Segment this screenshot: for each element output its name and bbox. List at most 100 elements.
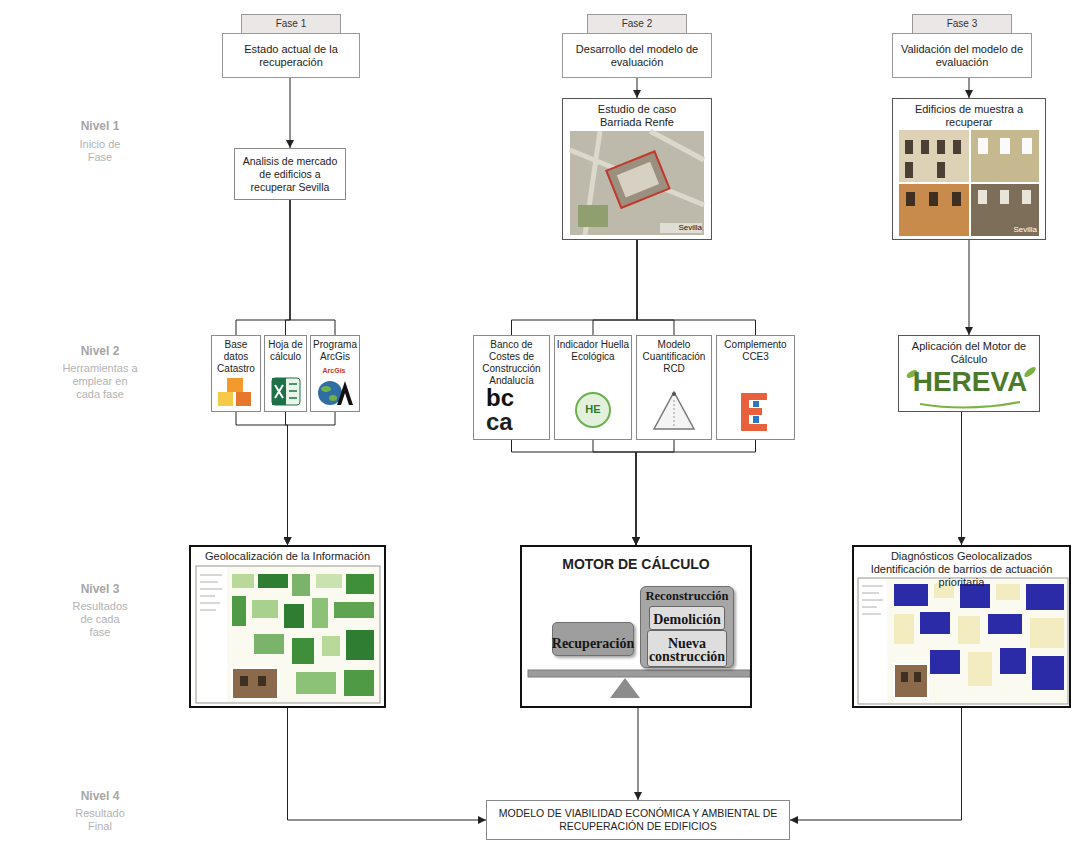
logo-text: HEREVA: [905, 366, 1035, 398]
map-screenshot: [914, 672, 921, 682]
map-screenshot: [988, 614, 1022, 634]
node-label: Edificios de muestra a recuperar: [907, 103, 1032, 129]
map-screenshot: [859, 579, 887, 703]
map-screenshot: [858, 578, 1068, 704]
phase-box: Fase 3 Validación del modelo de evaluació…: [892, 14, 1032, 78]
map-screenshot: [1000, 648, 1026, 674]
rcd-icon: [654, 392, 694, 429]
level-title: Nivel 2: [50, 344, 150, 358]
map-screenshot: [197, 567, 227, 702]
node-text: Analisis de mercado de edificios a recup…: [235, 155, 345, 194]
node-text: Hoja de cálculo: [265, 336, 306, 363]
building-photos: [905, 140, 913, 154]
balance-scale: [610, 678, 640, 698]
map-screenshot: [344, 670, 374, 696]
tool-box: Base datos Catastro: [211, 335, 261, 412]
map-screenshot: [292, 638, 314, 664]
map-screenshot: [996, 584, 1020, 600]
node-text: Edificios de muestra a recuperar: [893, 99, 1045, 129]
level-caption: Herramientas a emplear en cada fase: [62, 362, 138, 401]
cce3-icon: [753, 401, 759, 407]
building-photos: [971, 184, 1039, 236]
balance-scale: [528, 670, 750, 698]
node-label: MOTOR DE CÁLCULO: [526, 556, 746, 573]
arcgis-icon: [318, 381, 353, 405]
map-screenshot: [958, 616, 980, 644]
phase-title: Validación del modelo de evaluación: [899, 43, 1025, 69]
phase-box: Fase 1Estado actual de la recuperación: [222, 14, 360, 78]
node-label: Estudio de caso Barriada Renfe: [587, 103, 687, 129]
node-text: Complemento CCE3: [717, 336, 794, 363]
result-box: Geolocalización de la Información: [189, 545, 386, 708]
connector: [969, 78, 970, 98]
level-caption: Inicio de Fase: [70, 138, 130, 164]
level-title: Nivel 1: [50, 119, 150, 133]
connector: [637, 240, 756, 335]
building-photos: [953, 140, 961, 154]
building-photos: [905, 162, 913, 178]
node-text: Recuperación: [548, 626, 638, 652]
building-photos: [929, 192, 938, 206]
connector: [636, 440, 674, 545]
map-screenshot: [322, 636, 340, 656]
node-label: Identificación de barrios de actuación p…: [858, 563, 1065, 589]
connector: [290, 78, 291, 148]
node-text: Indicador Huella Ecológica: [555, 336, 631, 363]
arcgis-icon: [321, 386, 331, 392]
map-screenshot: [232, 668, 278, 699]
connector: [790, 708, 962, 820]
hereva-logo-leaves: [920, 402, 1020, 408]
map-screenshot: [858, 578, 1068, 704]
map-screenshot: [292, 574, 310, 596]
icon-label: ca: [486, 410, 536, 434]
node-text: MOTOR DE CÁLCULO: [522, 547, 750, 573]
map-screenshot: [334, 602, 374, 618]
node-text: Geolocalización de la Información: [191, 547, 384, 563]
phase-body: Estado actual de la recuperación: [222, 33, 360, 78]
node-text: Modelo Cuantificación RCD: [637, 336, 711, 375]
phase-title: Estado actual de la recuperación: [229, 43, 353, 69]
node-label: Geolocalización de la Información: [195, 550, 380, 563]
connector: [236, 200, 290, 335]
node-label: Analisis de mercado de edificios a recup…: [239, 155, 341, 194]
map-screenshot: [894, 584, 928, 606]
map-screenshot: [312, 598, 328, 628]
phase-box: Fase 2Desarrollo del modelo de evaluació…: [562, 14, 712, 78]
connector: [593, 240, 637, 335]
icon-label: bc: [486, 386, 536, 410]
connector: [593, 440, 636, 545]
map-screenshot: [901, 672, 908, 682]
node-text: MODELO DE VIABILIDAD ECONÓMICA Y AMBIENT…: [489, 807, 787, 833]
connector: [512, 240, 638, 335]
map-screenshot: [200, 575, 222, 610]
tool-box: Complemento CCE3: [716, 335, 795, 440]
case-study-box: Estudio de caso Barriada Renfe: [562, 98, 712, 240]
connector: [512, 440, 637, 545]
building-photos: [899, 130, 1039, 236]
node-label: Indicador Huella Ecológica: [556, 339, 630, 363]
connector: [969, 240, 970, 335]
balance-scale: [528, 670, 750, 677]
node-text: Reconstrucción: [641, 587, 733, 603]
building-photos: [978, 138, 988, 154]
level-title: Nivel 3: [50, 582, 150, 596]
map-screenshot: [862, 586, 883, 614]
node-label: Modelo Cuantificación RCD: [638, 339, 710, 375]
rcd-icon: [672, 392, 676, 396]
map-screenshot: [894, 614, 914, 644]
connector: [636, 440, 756, 545]
phase-body: Desarrollo del modelo de evaluación: [562, 33, 712, 78]
building-photos: [952, 192, 961, 206]
level-caption: Resultado Final: [70, 807, 130, 833]
map-screenshot: [1030, 618, 1064, 648]
icon-label: ArcGis: [316, 367, 352, 375]
sample-box: Edificios de muestra a recuperar: [892, 98, 1046, 240]
ecological-footprint-icon: [576, 393, 610, 427]
spreadsheet-icon: [272, 378, 300, 405]
spreadsheet-icon: [272, 378, 286, 405]
map-screenshot: [284, 604, 304, 628]
building-photos: [899, 184, 969, 236]
phase-tab: Fase 3: [912, 14, 1012, 33]
aerial-photo: [570, 131, 704, 235]
